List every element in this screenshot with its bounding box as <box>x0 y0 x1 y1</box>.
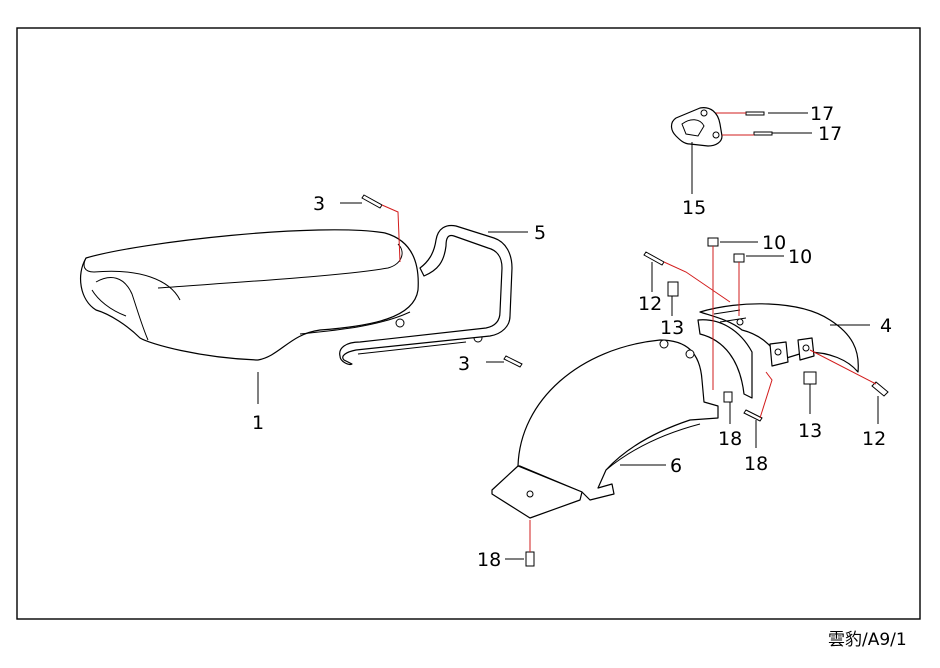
label-fender-bolt-right: 12 <box>862 428 886 450</box>
diagram-frame <box>16 27 921 620</box>
label-collar-right: 13 <box>798 420 822 442</box>
assembly-lines <box>381 112 877 552</box>
label-fender-bolt-left: 12 <box>638 293 662 315</box>
label-collar-left: 13 <box>660 317 684 339</box>
leader-lines <box>257 112 879 560</box>
label-screw-mid: 18 <box>744 453 768 475</box>
diagram-code: 雲豹/A9/1 <box>828 630 907 650</box>
label-nut-upper: 10 <box>762 232 786 254</box>
label-seat-bolt-lower: 3 <box>458 353 470 375</box>
label-screw-left: 18 <box>718 428 742 450</box>
label-seat-bolt-upper: 3 <box>313 193 325 215</box>
inner-fender-part <box>491 339 719 519</box>
label-seat: 1 <box>252 412 264 434</box>
bracket-part <box>670 107 723 147</box>
label-screw-bottom: 18 <box>477 549 501 571</box>
label-grab-rail: 5 <box>534 222 546 244</box>
label-bracket-bolt-lower: 17 <box>818 123 842 145</box>
rear-fender-part <box>697 303 859 399</box>
label-inner-fender: 6 <box>670 455 682 477</box>
label-bracket-bolt-upper: 17 <box>810 103 834 125</box>
grab-rail-part <box>339 224 513 366</box>
hardware-bolts <box>361 111 889 567</box>
label-bracket: 15 <box>682 197 706 219</box>
label-rear-fender: 4 <box>880 315 892 337</box>
label-nut-lower: 10 <box>788 246 812 268</box>
